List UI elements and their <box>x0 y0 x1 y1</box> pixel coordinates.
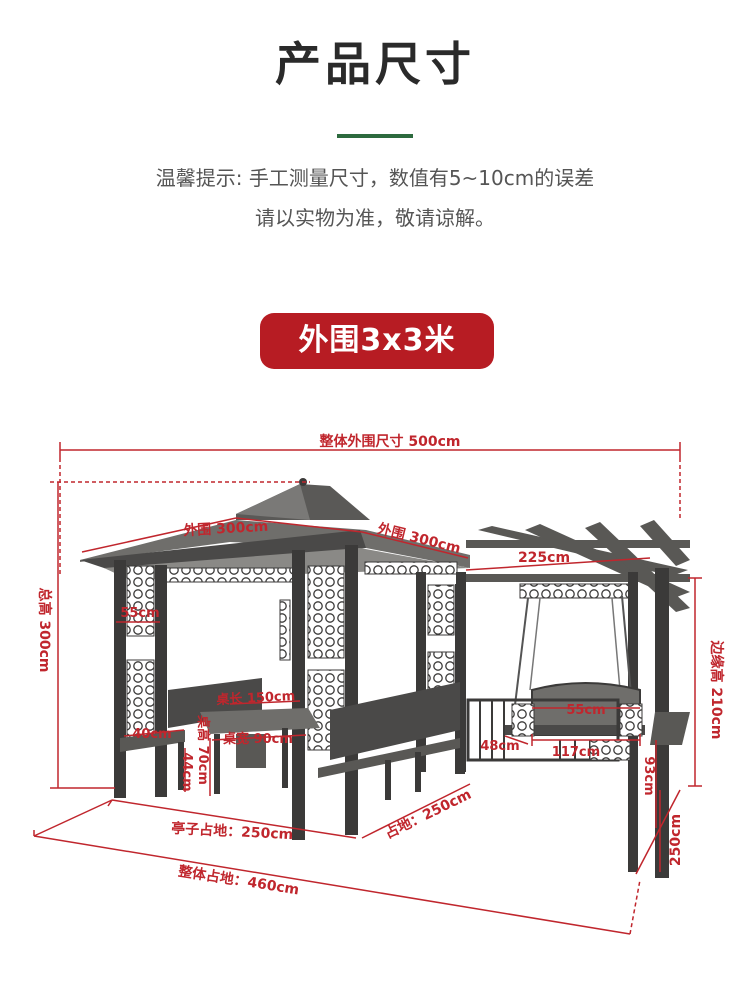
total-height-label: 总高 300cm <box>36 588 53 673</box>
size-badge: 外围3x3米 <box>260 313 494 369</box>
total-footprint-label: 整体占地：460cm <box>176 862 300 898</box>
tip-text-line2: 请以实物为准，敬请谅解。 <box>255 206 495 230</box>
overall-width-label: 整体外围尺寸 500cm <box>319 433 461 450</box>
pergola-footprint-label: 250cm <box>668 814 684 866</box>
tip-text-line1: 温馨提示: 手工测量尺寸，数值有5~10cm的误差 <box>155 166 595 190</box>
side-rail-height-label: 93cm <box>641 756 656 795</box>
swing-length-label: 117cm <box>552 745 600 760</box>
table-height-label: 桌高 70cm <box>195 715 211 785</box>
dimension-lines <box>33 442 702 935</box>
pavilion-footprint-label: 亭子占地：250cm <box>171 820 294 843</box>
edge-height-label: 边缘高 210cm <box>708 640 725 740</box>
table-length-label: 桌长 150cm <box>216 688 296 708</box>
bench-height-label: 44cm <box>179 752 194 791</box>
pavilion-front-label: 外围 300cm <box>183 518 269 539</box>
pergola-length-label: 225cm <box>518 550 570 566</box>
table-width-label: 桌宽 90cm <box>223 731 293 747</box>
title-underline <box>337 134 413 138</box>
swing-height-label: 55cm <box>566 703 605 718</box>
pillar-width-label: 55cm <box>120 606 159 621</box>
bench-depth-label: 40cm <box>132 727 171 742</box>
swing-depth-label: 48cm <box>480 739 519 754</box>
side-footprint-label: 占地：250cm <box>382 786 474 843</box>
page-title: 产品尺寸 <box>275 37 475 91</box>
